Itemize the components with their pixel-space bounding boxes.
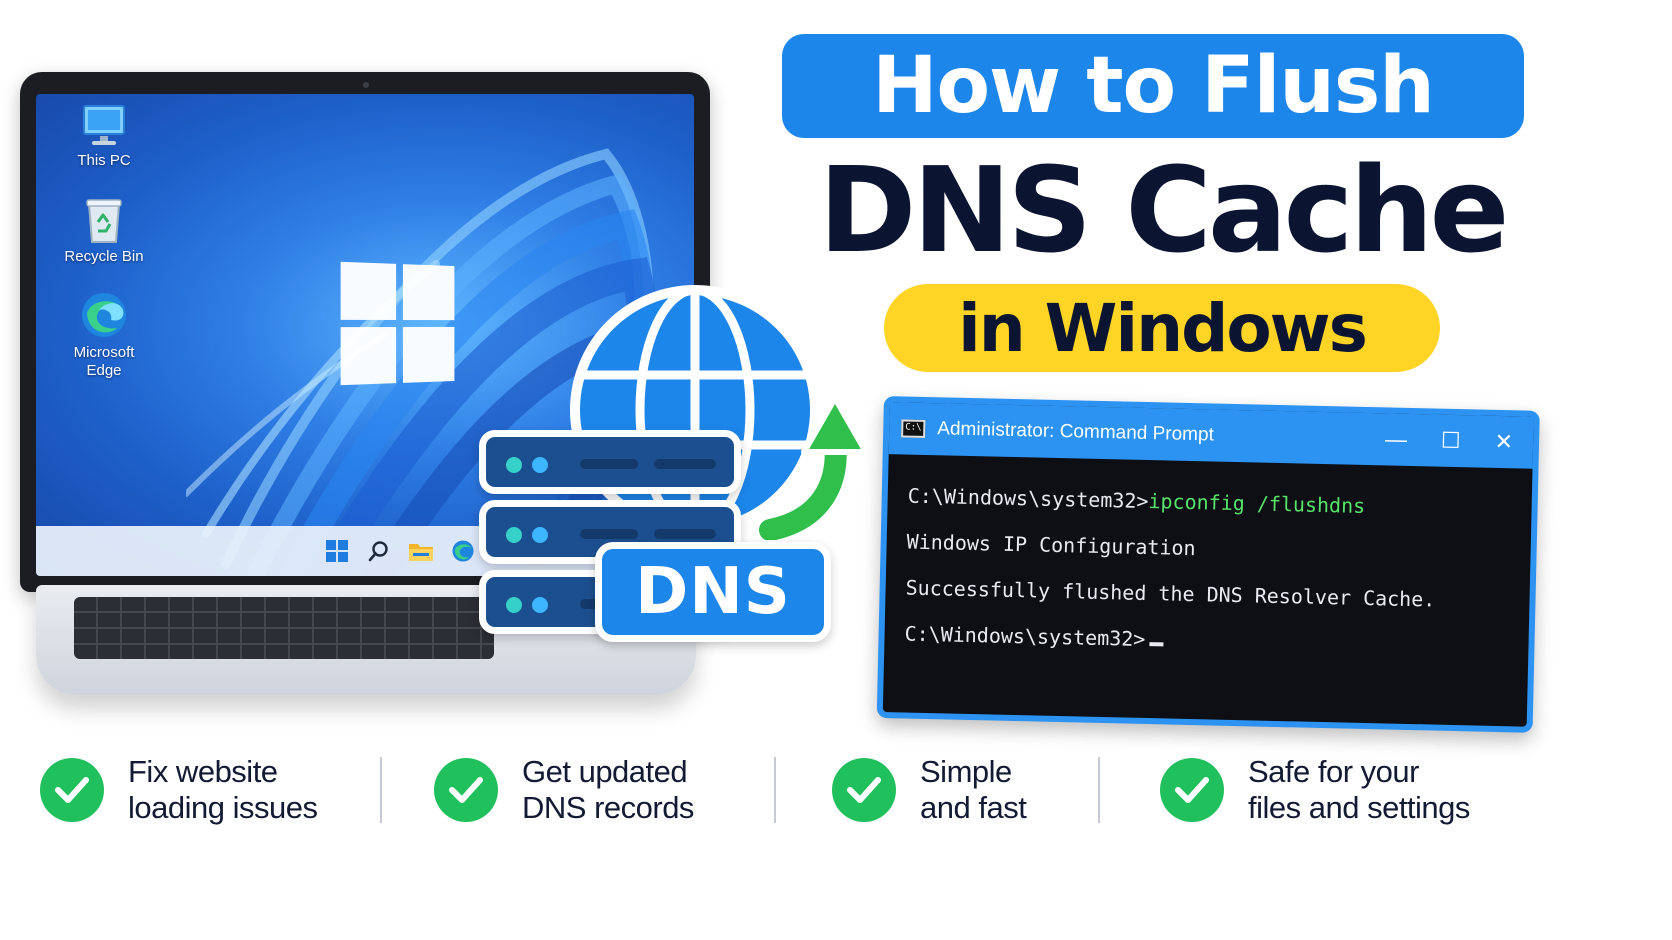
laptop-base: [36, 585, 696, 695]
benefit-line: DNS records: [522, 790, 694, 825]
dns-badge: DNS: [595, 542, 831, 642]
windows-start-icon[interactable]: [324, 538, 350, 564]
benefit-text: Fix website loading issues: [128, 754, 318, 826]
check-icon: [832, 758, 896, 822]
command-prompt-window[interactable]: C:\ Administrator: Command Prompt — ☐ ✕ …: [876, 396, 1540, 733]
desktop-icon-microsoft-edge[interactable]: Microsoft Edge: [54, 290, 154, 380]
benefit-item: Fix website loading issues: [40, 754, 380, 826]
benefit-line: Safe for your: [1248, 754, 1419, 789]
benefit-line: and fast: [920, 790, 1027, 825]
benefit-line: files and settings: [1248, 790, 1470, 825]
check-icon: [434, 758, 498, 822]
minimize-button[interactable]: —: [1384, 426, 1408, 452]
prompt-text: C:\Windows\system32>: [907, 483, 1149, 514]
refresh-arrow-icon: [753, 395, 869, 540]
text-cursor: [1149, 642, 1164, 647]
recycle-bin-icon: [86, 199, 122, 243]
webcam: [363, 82, 369, 88]
close-button[interactable]: ✕: [1494, 428, 1514, 455]
window-controls: — ☐ ✕: [1385, 426, 1534, 455]
benefit-item: Get updated DNS records: [434, 754, 774, 826]
desktop-icon-label: Edge: [86, 362, 122, 379]
benefit-line: Simple: [920, 754, 1012, 789]
benefit-line: Get updated: [522, 754, 688, 789]
title-line-1: How to Flush: [782, 34, 1524, 138]
windows-logo-icon: [340, 261, 456, 386]
title-line-3: in Windows: [884, 284, 1440, 372]
edge-icon[interactable]: [450, 538, 476, 564]
desktop-icon-label: Microsoft: [73, 344, 135, 361]
terminal-output[interactable]: C:\Windows\system32>ipconfig /flushdns W…: [884, 454, 1533, 689]
benefit-text: Get updated DNS records: [522, 754, 694, 826]
terminal-icon: C:\: [901, 419, 926, 438]
monitor-icon: [83, 105, 125, 145]
title-line-2: DNS Cache: [818, 141, 1510, 279]
search-icon[interactable]: [366, 538, 392, 564]
desktop-icon-this-pc[interactable]: This PC: [54, 104, 154, 170]
check-icon: [40, 758, 104, 822]
benefit-line: loading issues: [128, 790, 318, 825]
divider: [774, 757, 776, 823]
desktop-icon-label: Recycle Bin: [64, 248, 144, 265]
benefit-item: Simple and fast: [832, 754, 1098, 826]
server-unit: [479, 430, 741, 494]
prompt-text: C:\Windows\system32>: [904, 621, 1146, 651]
command-text: ipconfig /flushdns: [1148, 489, 1366, 518]
laptop-keyboard: [74, 597, 494, 659]
desktop-icon-recycle-bin[interactable]: Recycle Bin: [54, 196, 154, 266]
benefits-row: Fix website loading issues Get updated D…: [40, 740, 1600, 840]
window-title: Administrator: Command Prompt: [937, 418, 1215, 446]
maximize-button[interactable]: ☐: [1440, 427, 1461, 454]
file-explorer-icon[interactable]: [408, 538, 434, 564]
benefit-item: Safe for your files and settings: [1160, 754, 1540, 826]
check-icon: [1160, 758, 1224, 822]
edge-icon: [82, 293, 126, 337]
benefit-line: Fix website: [128, 754, 278, 789]
desktop-icon-label: This PC: [77, 152, 131, 169]
divider: [1098, 757, 1100, 823]
dns-graphic: DNS: [455, 280, 875, 690]
benefit-text: Simple and fast: [920, 754, 1027, 826]
benefit-text: Safe for your files and settings: [1248, 754, 1470, 826]
divider: [380, 757, 382, 823]
